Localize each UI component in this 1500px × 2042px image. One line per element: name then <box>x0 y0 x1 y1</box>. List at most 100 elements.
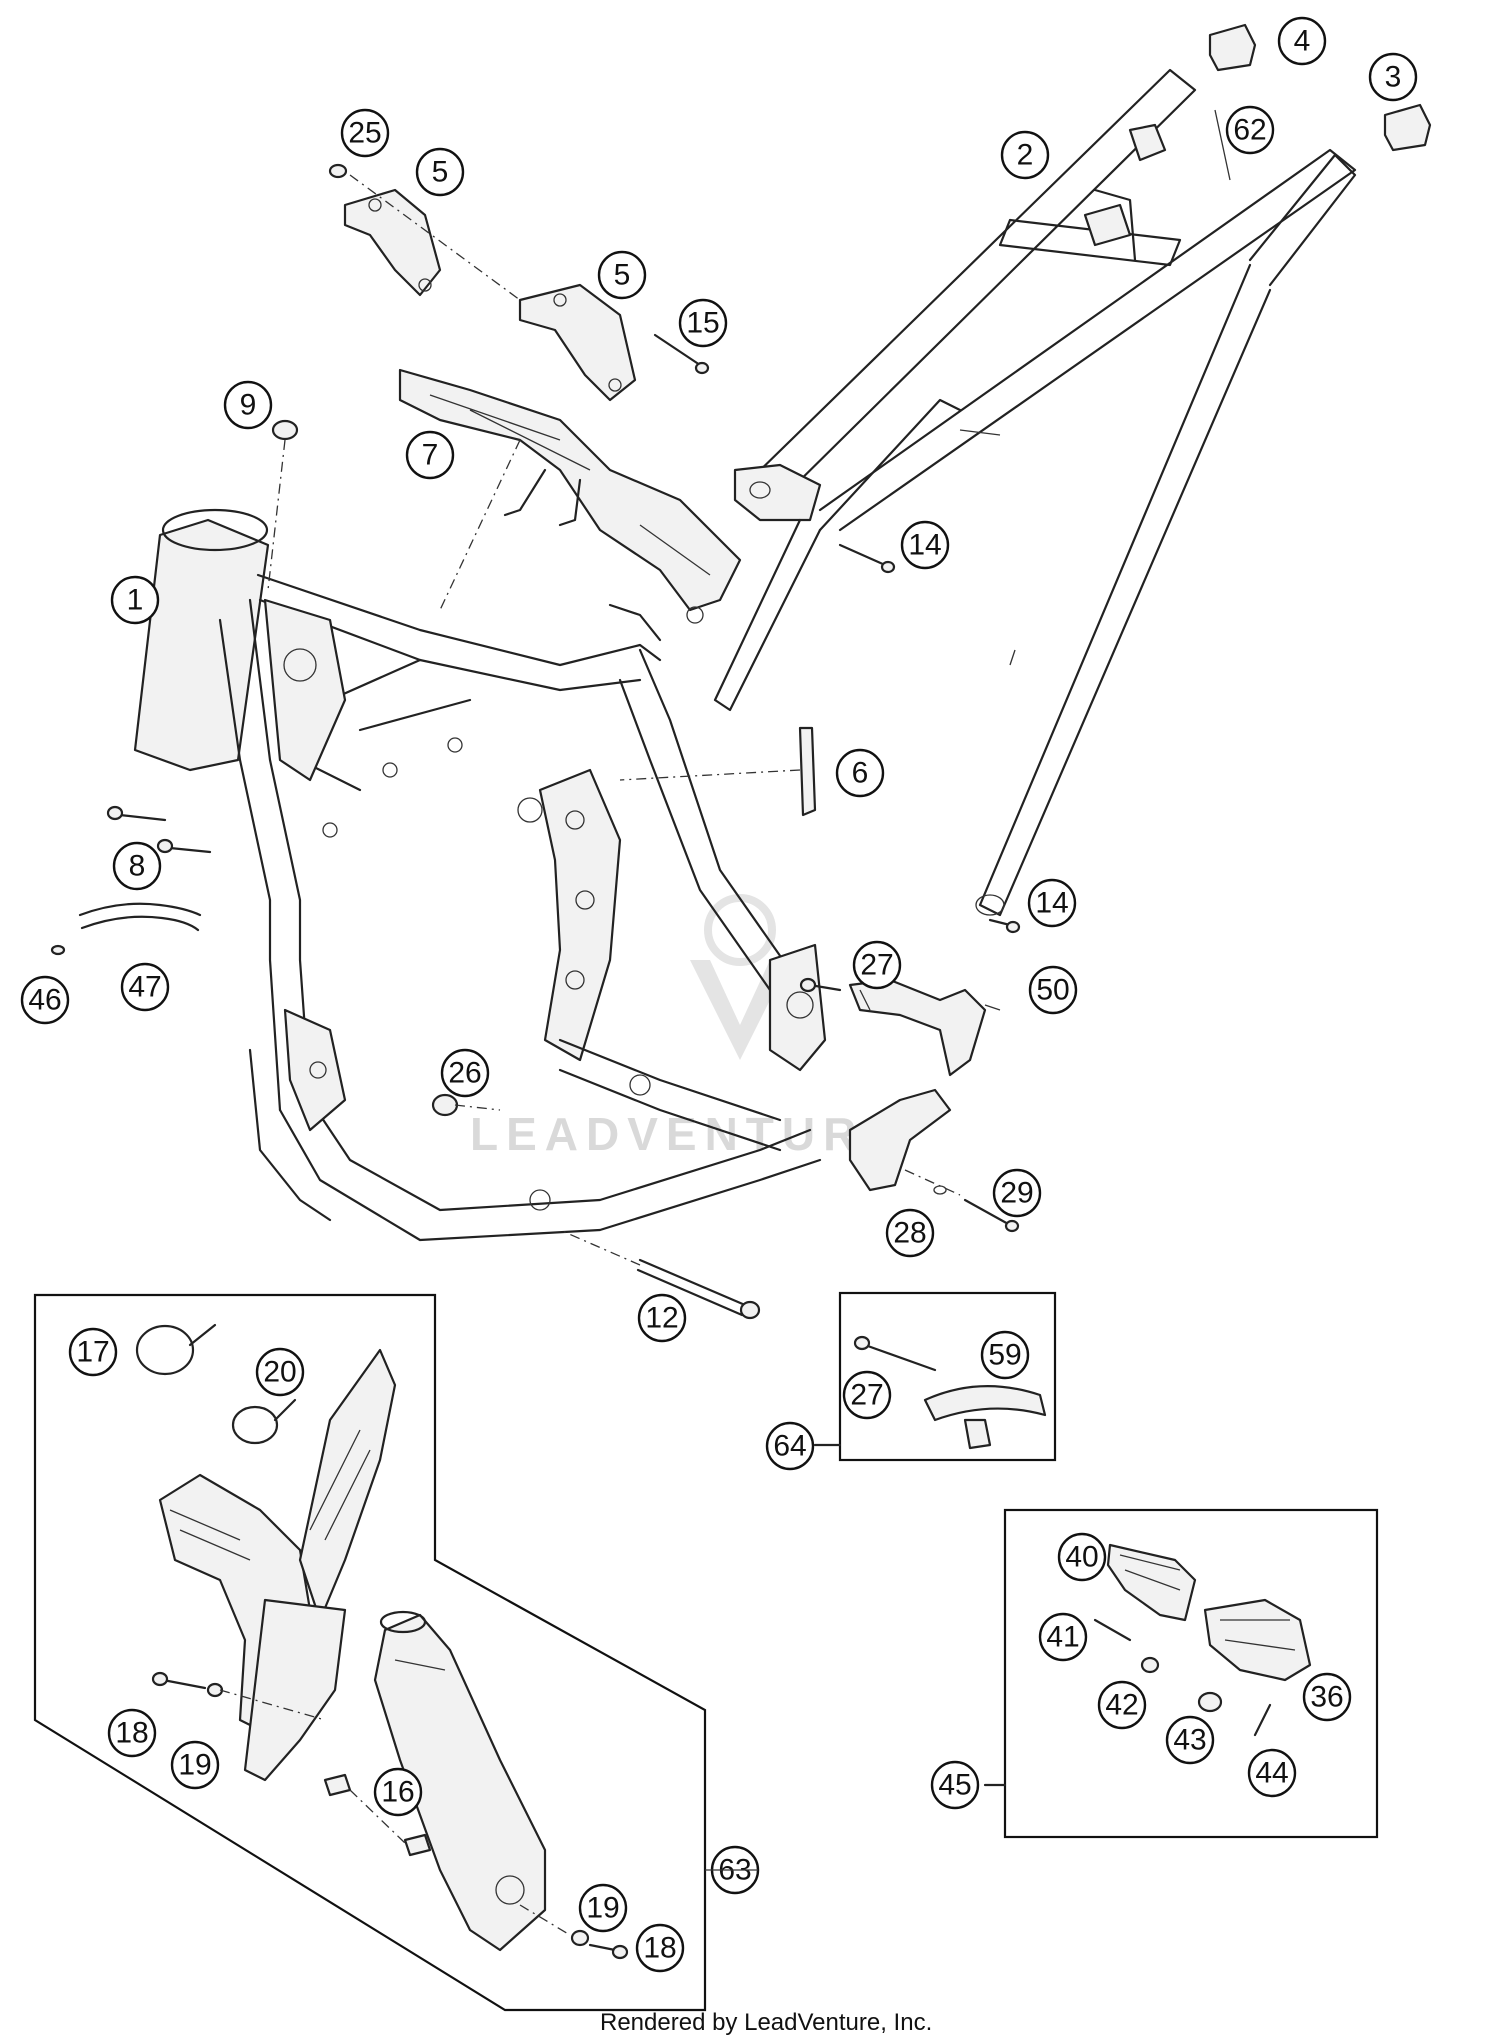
svg-text:59: 59 <box>988 1339 1021 1372</box>
callout-7: 7 <box>405 430 455 480</box>
callout-36: 36 <box>1302 1672 1352 1722</box>
svg-text:26: 26 <box>448 1057 481 1090</box>
callout-27-upper: 27 <box>852 940 902 990</box>
nut-26 <box>431 1093 501 1117</box>
bolt-12 <box>559 1229 761 1320</box>
bolts-14 <box>838 543 1021 934</box>
callout-18-left: 18 <box>107 1708 157 1758</box>
box-63 <box>33 1293 707 2012</box>
svg-text:12: 12 <box>645 1302 678 1335</box>
callout-64: 64 <box>765 1421 815 1471</box>
svg-text:19: 19 <box>586 1892 619 1925</box>
callout-43: 43 <box>1165 1715 1215 1765</box>
callout-5-upper: 5 <box>415 147 465 197</box>
svg-text:2: 2 <box>1017 139 1034 172</box>
svg-text:7: 7 <box>422 439 439 472</box>
svg-text:64: 64 <box>773 1430 806 1463</box>
callout-6: 6 <box>835 748 885 798</box>
callout-45: 45 <box>930 1760 980 1810</box>
callout-4: 4 <box>1277 16 1327 66</box>
svg-text:27: 27 <box>850 1379 883 1412</box>
svg-text:40: 40 <box>1065 1541 1098 1574</box>
svg-text:18: 18 <box>643 1932 676 1965</box>
callout-59: 59 <box>980 1330 1030 1380</box>
svg-text:9: 9 <box>240 389 257 422</box>
callout-42: 42 <box>1097 1680 1147 1730</box>
callout-1: 1 <box>110 575 160 625</box>
callout-50: 50 <box>1028 965 1078 1015</box>
strap-6 <box>619 726 817 817</box>
callout-8: 8 <box>112 841 162 891</box>
svg-text:28: 28 <box>893 1217 926 1250</box>
callout-3: 3 <box>1368 52 1418 102</box>
rear-brake-pedal-50 <box>799 977 1020 1233</box>
callout-26: 26 <box>440 1048 490 1098</box>
callout-46: 46 <box>20 975 70 1025</box>
callout-41: 41 <box>1038 1612 1088 1662</box>
callout-47: 47 <box>120 962 170 1012</box>
callout-25: 25 <box>340 108 390 158</box>
callout-44: 44 <box>1247 1748 1297 1798</box>
brackets-5 <box>328 163 710 402</box>
svg-text:8: 8 <box>129 850 146 883</box>
svg-text:5: 5 <box>614 259 631 292</box>
callout-14-lower: 14 <box>1027 878 1077 928</box>
subframe <box>713 68 1357 917</box>
callout-14-upper: 14 <box>900 520 950 570</box>
box-64 <box>813 1291 1057 1462</box>
svg-text:1: 1 <box>127 584 144 617</box>
callout-27-box: 27 <box>842 1370 892 1420</box>
svg-text:19: 19 <box>178 1749 211 1782</box>
svg-text:44: 44 <box>1255 1757 1288 1790</box>
svg-text:18: 18 <box>115 1717 148 1750</box>
svg-text:3: 3 <box>1385 61 1402 94</box>
callout-9: 9 <box>223 380 273 430</box>
box-45 <box>983 1508 1379 1839</box>
svg-text:36: 36 <box>1310 1681 1343 1714</box>
end-cap-4 <box>1208 23 1257 72</box>
main-frame <box>133 508 827 1242</box>
svg-text:25: 25 <box>348 117 381 150</box>
svg-text:27: 27 <box>860 949 893 982</box>
svg-text:46: 46 <box>28 984 61 1017</box>
svg-text:14: 14 <box>1035 887 1068 920</box>
callout-19-right: 19 <box>578 1883 628 1933</box>
svg-text:16: 16 <box>381 1776 414 1809</box>
callout-17: 17 <box>68 1327 118 1377</box>
svg-text:50: 50 <box>1036 974 1069 1007</box>
hose-47 <box>50 902 202 956</box>
callout-29: 29 <box>992 1168 1042 1218</box>
callout-18-right: 18 <box>635 1923 685 1973</box>
svg-text:14: 14 <box>908 529 941 562</box>
svg-text:42: 42 <box>1105 1689 1138 1722</box>
svg-text:62: 62 <box>1233 114 1266 147</box>
plug-9 <box>267 419 299 591</box>
svg-text:20: 20 <box>263 1356 296 1389</box>
svg-text:47: 47 <box>128 971 161 1004</box>
callout-16: 16 <box>373 1767 423 1817</box>
callout-28: 28 <box>885 1208 935 1258</box>
watermark: LEADVENTURE <box>470 894 903 1160</box>
svg-text:15: 15 <box>686 307 719 340</box>
svg-text:5: 5 <box>432 156 449 189</box>
callout-40: 40 <box>1057 1532 1107 1582</box>
svg-text:43: 43 <box>1173 1724 1206 1757</box>
svg-text:29: 29 <box>1000 1177 1033 1210</box>
end-cap-3 <box>1383 103 1432 152</box>
callout-19-left: 19 <box>170 1740 220 1790</box>
callout-15: 15 <box>678 298 728 348</box>
watermark-text: LEADVENTURE <box>470 1108 903 1160</box>
callout-5-lower: 5 <box>597 250 647 300</box>
svg-text:41: 41 <box>1046 1621 1079 1654</box>
svg-text:45: 45 <box>938 1769 971 1802</box>
svg-text:4: 4 <box>1294 25 1311 58</box>
callout-62: 62 <box>1225 105 1275 155</box>
bolts-8 <box>106 805 212 854</box>
leader-lines <box>859 109 1231 1011</box>
svg-text:17: 17 <box>76 1336 109 1369</box>
callout-12: 12 <box>637 1293 687 1343</box>
callout-20: 20 <box>255 1347 305 1397</box>
credit-text: Rendered by LeadVenture, Inc. <box>600 2009 932 2036</box>
svg-text:6: 6 <box>852 757 869 790</box>
